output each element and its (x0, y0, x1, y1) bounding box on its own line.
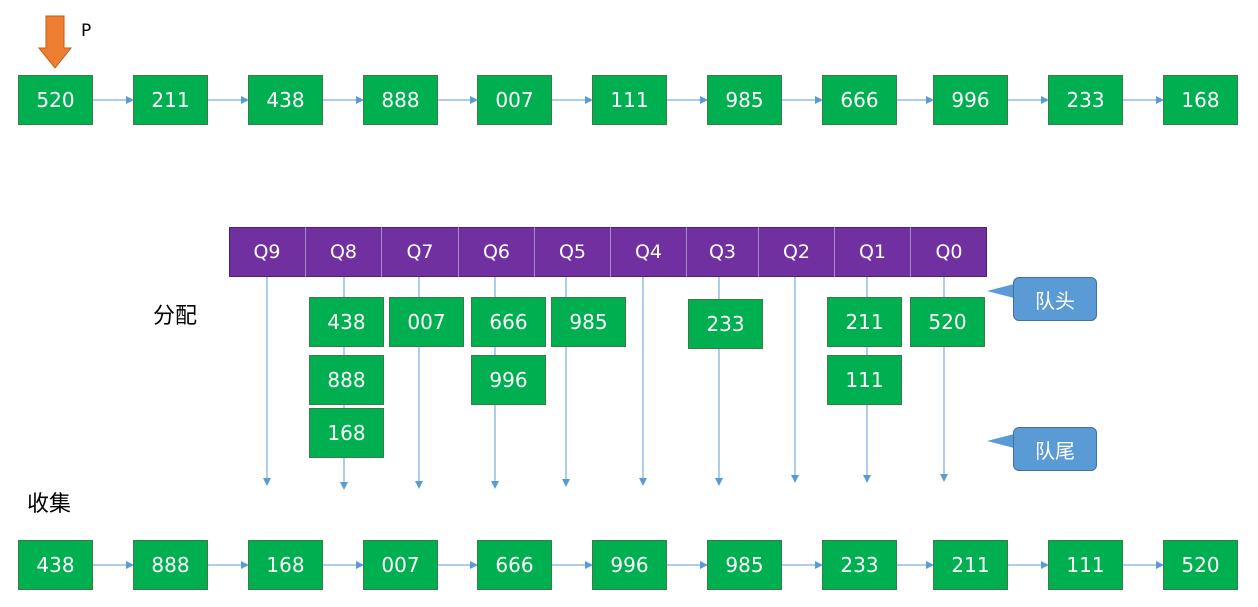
bottom-list-node: 233 (822, 540, 897, 590)
queue-header-q3: Q3 (687, 227, 759, 277)
queue-header-q2: Q2 (759, 227, 835, 277)
queue-header-q5: Q5 (535, 227, 611, 277)
pointer-label: P (81, 21, 92, 41)
queue-header-q6: Q6 (459, 227, 535, 277)
pointer-arrow-icon (37, 15, 73, 69)
queue-q0-node: 520 (910, 297, 985, 347)
queue-header-q8: Q8 (306, 227, 382, 277)
queue-q8-node: 888 (309, 355, 384, 405)
top-list-node: 438 (248, 75, 323, 125)
bottom-list-node: 666 (477, 540, 552, 590)
queue-q1-node: 111 (827, 355, 902, 405)
queue-header-q4: Q4 (611, 227, 687, 277)
tail-callout: 队尾 (1013, 427, 1097, 471)
queue-q8-node: 168 (309, 408, 384, 458)
queue-q6-node: 666 (471, 297, 546, 347)
bottom-list-node: 438 (18, 540, 93, 590)
distribute-label: 分配 (153, 304, 198, 329)
top-list-node: 996 (933, 75, 1008, 125)
head-callout: 队头 (1013, 277, 1097, 321)
queue-q5-node: 985 (551, 297, 626, 347)
bottom-list-node: 985 (707, 540, 782, 590)
top-list-node: 211 (133, 75, 208, 125)
top-list-node: 233 (1048, 75, 1123, 125)
bottom-list-node: 211 (933, 540, 1008, 590)
top-list-node: 007 (477, 75, 552, 125)
bottom-list-node: 007 (363, 540, 438, 590)
queue-q6-node: 996 (471, 355, 546, 405)
queue-header-q0: Q0 (935, 241, 963, 263)
queue-q8-node: 438 (309, 297, 384, 347)
queue-q7-node: 007 (389, 297, 464, 347)
top-list-node: 168 (1163, 75, 1238, 125)
queue-header-q7: Q7 (382, 227, 459, 277)
queue-q3-node: 233 (688, 299, 763, 349)
queue-bar (229, 227, 987, 277)
bottom-list-node: 996 (592, 540, 667, 590)
queue-q1-node: 211 (827, 297, 902, 347)
collect-label: 收集 (27, 492, 72, 517)
top-list-node: 520 (18, 75, 93, 125)
top-list-node: 888 (363, 75, 438, 125)
bottom-list-node: 520 (1163, 540, 1238, 590)
queue-header-q1: Q1 (835, 227, 911, 277)
bottom-list-node: 111 (1048, 540, 1123, 590)
top-list-node: 985 (707, 75, 782, 125)
top-list-node: 666 (822, 75, 897, 125)
bottom-list-node: 168 (248, 540, 323, 590)
bottom-list-node: 888 (133, 540, 208, 590)
queue-header-q9: Q9 (229, 227, 306, 277)
top-list-node: 111 (592, 75, 667, 125)
